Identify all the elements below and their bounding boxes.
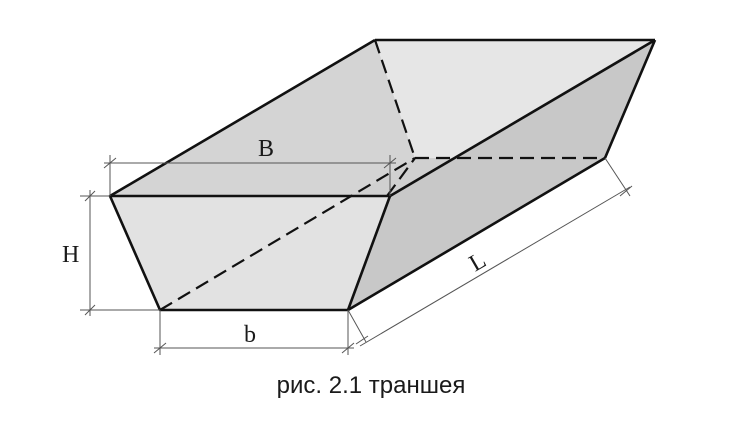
dimension-lines: [80, 155, 633, 355]
label-height: H: [62, 242, 79, 268]
hidden-edges: [159, 39, 605, 311]
front-end-face: [110, 196, 390, 310]
label-bottom-width: b: [244, 322, 256, 348]
right-slope-face: [348, 40, 655, 310]
visible-edges: [108, 38, 657, 312]
label-length: L: [465, 247, 491, 277]
label-top-width: B: [258, 136, 274, 162]
figure-caption: рис. 2.1 траншея: [276, 372, 466, 399]
